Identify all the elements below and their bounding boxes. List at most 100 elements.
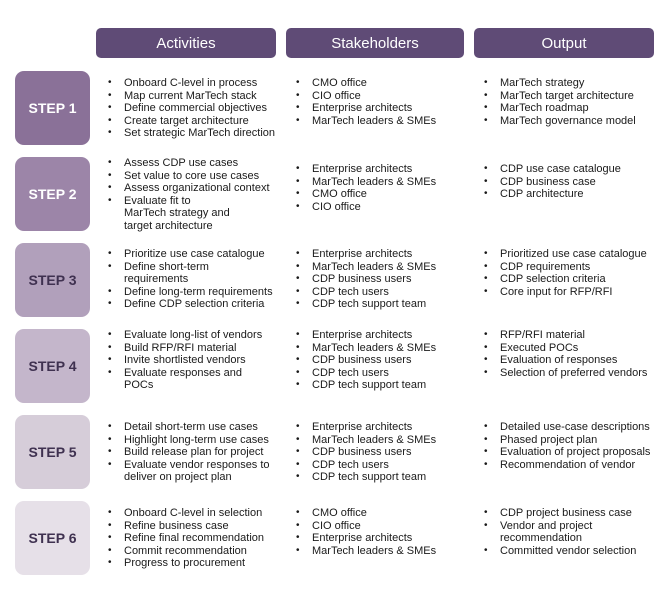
list-item: Refine business case [106,520,284,533]
step-1-output: MarTech strategy MarTech target architec… [482,77,658,127]
step-6-output: CDP project business case Vendor and pro… [482,507,658,557]
step-2-box: STEP 2 [15,157,90,231]
list-item: CDP tech users [294,367,472,380]
step-5-stakeholders: Enterprise architects MarTech leaders & … [294,421,472,484]
list-item: Refine final recommendation [106,532,284,545]
list-item: Invite shortlisted vendors [106,354,284,367]
step-5-box: STEP 5 [15,415,90,489]
list-item: Build RFP/RFI material [106,342,284,355]
list-item: Executed POCs [482,342,658,355]
step-2-output: CDP use case catalogue CDP business case… [482,163,658,201]
list-item: Set strategic MarTech direction [106,127,284,140]
list-item: Define commercial objectives [106,102,284,115]
list-item: MarTech target architecture [482,90,658,103]
list-item: Progress to procurement [106,557,284,570]
list-item: CDP business case [482,176,658,189]
list-item: MarTech leaders & SMEs [294,545,472,558]
list-item: Selection of preferred vendors [482,367,658,380]
list-item: Define short-term requirements [106,261,224,286]
list-item: Recommendation of vendor [482,459,658,472]
list-item: Set value to core use cases [106,170,284,183]
step-3-stakeholders: Enterprise architects MarTech leaders & … [294,248,472,311]
step-5-activities: Detail short-term use cases Highlight lo… [106,421,284,484]
list-item: CIO office [294,201,472,214]
list-item: Evaluate long-list of vendors [106,329,284,342]
list-item: CDP tech support team [294,379,472,392]
list-item: Onboard C-level in selection [106,507,284,520]
list-item: RFP/RFI material [482,329,658,342]
list-item: CDP requirements [482,261,658,274]
list-item: Define CDP selection criteria [106,298,284,311]
step-1-activities: Onboard C-level in process Map current M… [106,77,284,140]
list-item: Evaluation of project proposals [482,446,658,459]
list-item: Evaluate vendor responses to deliver on … [106,459,274,484]
step-1-box: STEP 1 [15,71,90,145]
list-item: Enterprise architects [294,248,472,261]
list-item: Map current MarTech stack [106,90,284,103]
header-output: Output [474,28,654,58]
list-item: CDP tech support team [294,471,472,484]
step-3-activities: Prioritize use case catalogue Define sho… [106,248,284,311]
list-item: MarTech leaders & SMEs [294,434,472,447]
list-item: CDP tech users [294,286,472,299]
list-item: Enterprise architects [294,421,472,434]
list-item: MarTech strategy [482,77,658,90]
list-item: MarTech governance model [482,115,658,128]
list-item: CIO office [294,520,472,533]
list-item: CMO office [294,188,472,201]
step-6-activities: Onboard C-level in selection Refine busi… [106,507,284,570]
list-item: Phased project plan [482,434,658,447]
step-5-output: Detailed use-case descriptions Phased pr… [482,421,658,471]
list-item: CDP use case catalogue [482,163,658,176]
list-item: Evaluate responses and POCs [106,367,254,392]
list-item: Assess organizational context [106,182,284,195]
list-item: Evaluate fit to MarTech strategy and tar… [106,195,234,233]
list-item: CMO office [294,77,472,90]
list-item: Build release plan for project [106,446,284,459]
list-item: Evaluation of responses [482,354,658,367]
list-item: Commit recommendation [106,545,284,558]
step-6-stakeholders: CMO office CIO office Enterprise archite… [294,507,472,557]
list-item: MarTech leaders & SMEs [294,176,472,189]
list-item: CDP selection criteria [482,273,658,286]
list-item: Core input for RFP/RFI [482,286,658,299]
list-item: Define long-term requirements [106,286,284,299]
list-item: Assess CDP use cases [106,157,284,170]
list-item: MarTech leaders & SMEs [294,342,472,355]
step-4-box: STEP 4 [15,329,90,403]
step-4-stakeholders: Enterprise architects MarTech leaders & … [294,329,472,392]
list-item: CDP tech support team [294,298,472,311]
list-item: Enterprise architects [294,163,472,176]
list-item: CMO office [294,507,472,520]
step-3-output: Prioritized use case catalogue CDP requi… [482,248,658,298]
list-item: Onboard C-level in process [106,77,284,90]
step-2-stakeholders: Enterprise architects MarTech leaders & … [294,163,472,213]
list-item: Highlight long-term use cases [106,434,284,447]
list-item: MarTech roadmap [482,102,658,115]
list-item: Enterprise architects [294,532,472,545]
list-item: Enterprise architects [294,102,472,115]
list-item: CIO office [294,90,472,103]
step-2-activities: Assess CDP use cases Set value to core u… [106,157,284,233]
list-item: CDP architecture [482,188,658,201]
list-item: CDP tech users [294,459,472,472]
list-item: Enterprise architects [294,329,472,342]
list-item: CDP project business case [482,507,658,520]
list-item: Prioritized use case catalogue [482,248,658,261]
list-item: Detail short-term use cases [106,421,284,434]
header-stakeholders: Stakeholders [286,28,464,58]
list-item: Prioritize use case catalogue [106,248,284,261]
step-3-box: STEP 3 [15,243,90,317]
step-4-activities: Evaluate long-list of vendors Build RFP/… [106,329,284,392]
step-6-box: STEP 6 [15,501,90,575]
step-4-output: RFP/RFI material Executed POCs Evaluatio… [482,329,658,379]
list-item: Committed vendor selection [482,545,658,558]
list-item: MarTech leaders & SMEs [294,261,472,274]
header-activities: Activities [96,28,276,58]
list-item: CDP business users [294,354,472,367]
list-item: CDP business users [294,273,472,286]
list-item: CDP business users [294,446,472,459]
list-item: Create target architecture [106,115,284,128]
list-item: Vendor and project recommendation [482,520,625,545]
list-item: Detailed use-case descriptions [482,421,658,434]
